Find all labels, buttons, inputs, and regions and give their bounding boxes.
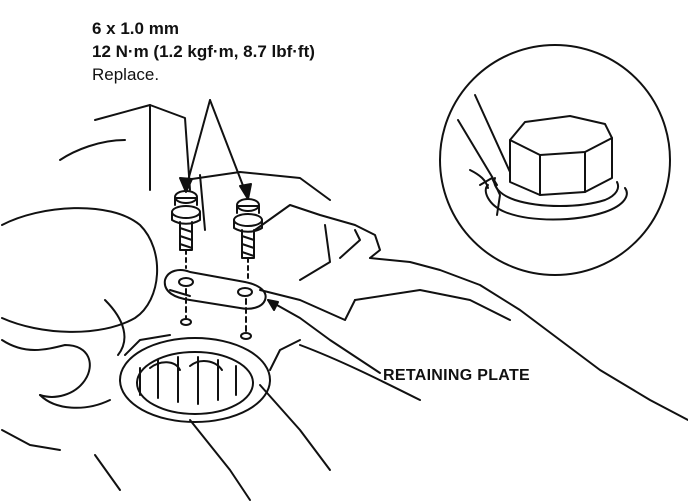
- bolt-size-label: 6 x 1.0 mm: [92, 19, 179, 38]
- retaining-plate-leader: [267, 299, 381, 374]
- bolt-spec-block: 6 x 1.0 mm 12 N·m (1.2 kgf·m, 8.7 lbf·ft…: [92, 17, 315, 86]
- retaining-plate: [163, 269, 267, 310]
- flange-bolt-left: [171, 190, 201, 269]
- splined-shaft: [119, 334, 301, 423]
- transmission-housing: [1, 104, 688, 501]
- bolt-replace-note: Replace.: [92, 65, 160, 84]
- bolt-torque-label: 12 N·m (1.2 kgf·m, 8.7 lbf·ft): [92, 42, 315, 61]
- retaining-plate-label: RETAINING PLATE: [383, 367, 531, 384]
- spec-pointer-arrows: [179, 99, 252, 200]
- detail-magnifier: [439, 44, 671, 276]
- flange-bolt-right: [233, 198, 263, 279]
- bolt-holes: [180, 288, 252, 340]
